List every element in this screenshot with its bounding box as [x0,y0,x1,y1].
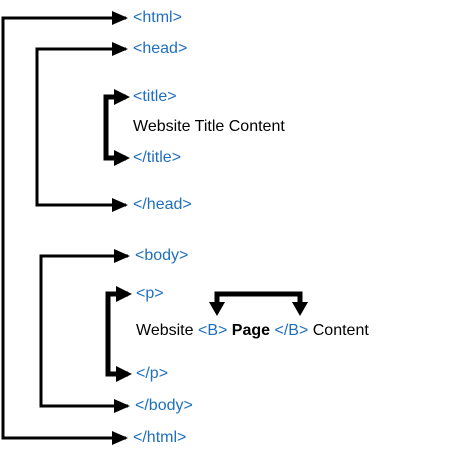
b-open-arrowhead [209,302,225,316]
p-open-tag: <p> [136,285,164,302]
b-close-arrowhead [292,302,308,316]
head-bracket-line [35,47,126,207]
paragraph-content-line: Website <B> Page </B> Content [136,322,369,340]
head-open-tag: <head> [133,40,188,57]
b-close-tag: </B> [274,322,309,339]
head-open-arrowhead [112,42,128,56]
b-bracket-line [214,291,303,306]
p-close-arrowhead [116,366,132,382]
b-open-tag: <B> [197,322,228,339]
body-open-arrowhead [114,249,130,263]
body-close-arrowhead [114,399,130,413]
bold-text-page: Page [231,322,271,339]
html-close-arrowhead [112,431,128,445]
p-close-tag: </p> [136,365,169,382]
html-open-arrowhead [112,11,128,25]
p-open-arrowhead [116,286,132,302]
p-bracket-line [105,291,128,377]
title-close-tag: </title> [133,149,182,166]
html-close-tag: </html> [133,429,187,446]
title-open-tag: <title> [133,88,177,105]
body-bracket-line [39,254,128,408]
title-content-text: Website Title Content [133,118,285,135]
body-close-tag: </body> [135,397,193,414]
head-close-arrowhead [112,198,128,212]
title-bracket-line [103,94,126,161]
body-open-tag: <body> [135,247,189,264]
html-open-tag: <html> [133,9,182,26]
head-close-tag: </head> [133,196,192,213]
html-bracket-line [1,16,126,440]
title-close-arrowhead [114,150,130,166]
title-open-arrowhead [114,89,130,105]
paragraph-text-website: Website [136,322,194,339]
paragraph-text-content: Content [312,322,369,339]
